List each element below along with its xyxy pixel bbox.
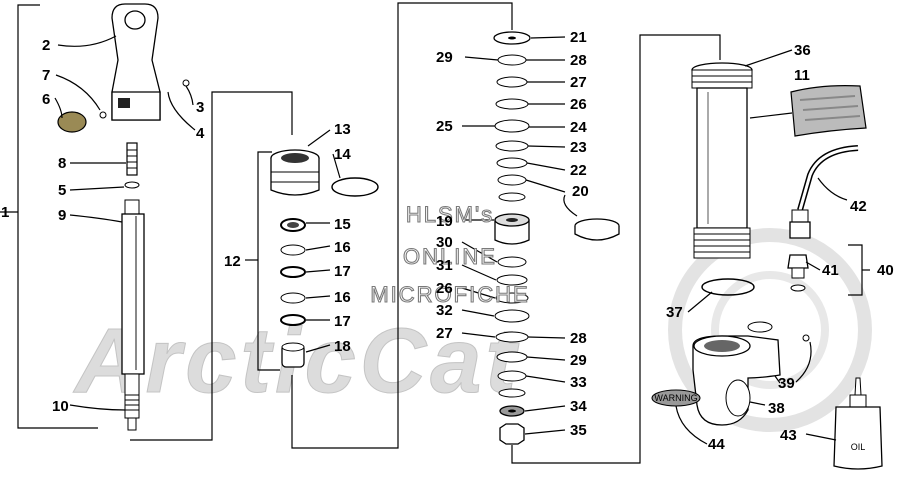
callout-25: 25 <box>436 118 453 135</box>
callout-39: 39 <box>778 375 795 392</box>
callout-43: 43 <box>780 427 797 444</box>
callout-26a: 26 <box>570 96 587 113</box>
part-13-seal-head <box>270 149 320 196</box>
callout-29b: 29 <box>570 352 587 369</box>
callout-17b: 17 <box>334 313 351 330</box>
callout-36: 36 <box>794 42 811 59</box>
callout-13: 13 <box>334 121 351 138</box>
part-44-warning-sticker: WARNING <box>651 389 701 407</box>
callout-35: 35 <box>570 422 587 439</box>
callout-28b: 28 <box>570 330 587 347</box>
part-6-bushing <box>57 111 87 133</box>
callout-42: 42 <box>850 198 867 215</box>
part-36-body <box>691 62 753 259</box>
seal-stack <box>280 218 306 368</box>
callout-37: 37 <box>666 304 683 321</box>
callout-18: 18 <box>334 338 351 355</box>
part-43-oil-bottle: OIL <box>833 377 883 470</box>
callout-29a: 29 <box>436 49 453 66</box>
bracket-lines <box>0 2 870 464</box>
callout-38: 38 <box>768 400 785 417</box>
part-7-ball <box>99 111 107 119</box>
callout-21: 21 <box>570 29 587 46</box>
part-9-rod <box>121 199 145 431</box>
part-41-fitting <box>787 254 809 292</box>
part-20-band <box>574 218 620 241</box>
part-37-o-ring <box>701 278 755 296</box>
part-8-stud <box>126 142 138 176</box>
warning-sticker-text: WARNING <box>654 393 697 403</box>
callout-44: 44 <box>708 436 725 453</box>
part-11-label <box>790 85 867 137</box>
callout-8: 8 <box>58 155 66 172</box>
callout-3: 3 <box>196 99 204 116</box>
callout-5: 5 <box>58 182 66 199</box>
callout-33: 33 <box>570 374 587 391</box>
callout-23: 23 <box>570 139 587 156</box>
watermark-line1: HLSM's <box>406 202 494 227</box>
callout-4: 4 <box>196 125 205 142</box>
part-eyelet-mount <box>111 3 161 121</box>
callout-10: 10 <box>52 398 69 415</box>
callout-16b: 16 <box>334 289 351 306</box>
valve-shim-stack <box>493 31 531 445</box>
callout-41: 41 <box>822 262 839 279</box>
callout-12: 12 <box>224 253 241 270</box>
callout-17a: 17 <box>334 263 351 280</box>
callout-16a: 16 <box>334 239 351 256</box>
watermark-text: HLSM's ONLINE MICROFICHE <box>370 201 529 307</box>
callout-30: 30 <box>436 234 453 251</box>
callout-32: 32 <box>436 302 453 319</box>
watermark-line2: ONLINE <box>403 244 497 269</box>
callout-24: 24 <box>570 119 587 136</box>
callout-40: 40 <box>877 262 894 279</box>
part-5-clip <box>124 181 140 189</box>
callout-14: 14 <box>334 146 351 163</box>
callout-6: 6 <box>42 91 50 108</box>
callout-11: 11 <box>794 67 810 84</box>
callout-2: 2 <box>42 37 50 54</box>
oil-bottle-label: OIL <box>851 442 866 452</box>
leader-lines <box>54 35 848 445</box>
callout-numbers: 1 2 3 4 5 6 7 8 9 10 11 12 13 14 15 16 1… <box>1 29 894 453</box>
part-42-hose <box>789 145 859 239</box>
part-14-o-ring <box>331 177 379 197</box>
callout-7: 7 <box>42 67 50 84</box>
part-3-ball <box>182 79 190 87</box>
callout-28a: 28 <box>570 52 587 69</box>
watermark-line3: MICROFICHE <box>370 282 529 307</box>
callout-9: 9 <box>58 207 66 224</box>
callout-15: 15 <box>334 216 351 233</box>
part-38-reservoir-base <box>692 321 781 426</box>
callout-27a: 27 <box>570 74 587 91</box>
callout-27b: 27 <box>436 325 453 342</box>
callout-26b: 26 <box>436 280 453 297</box>
callout-1: 1 <box>1 204 9 221</box>
callout-22: 22 <box>570 162 587 179</box>
callout-20: 20 <box>572 183 589 200</box>
callout-31: 31 <box>436 257 453 274</box>
callout-19: 19 <box>436 213 453 230</box>
part-39-ball <box>802 334 810 342</box>
callout-34: 34 <box>570 398 587 415</box>
